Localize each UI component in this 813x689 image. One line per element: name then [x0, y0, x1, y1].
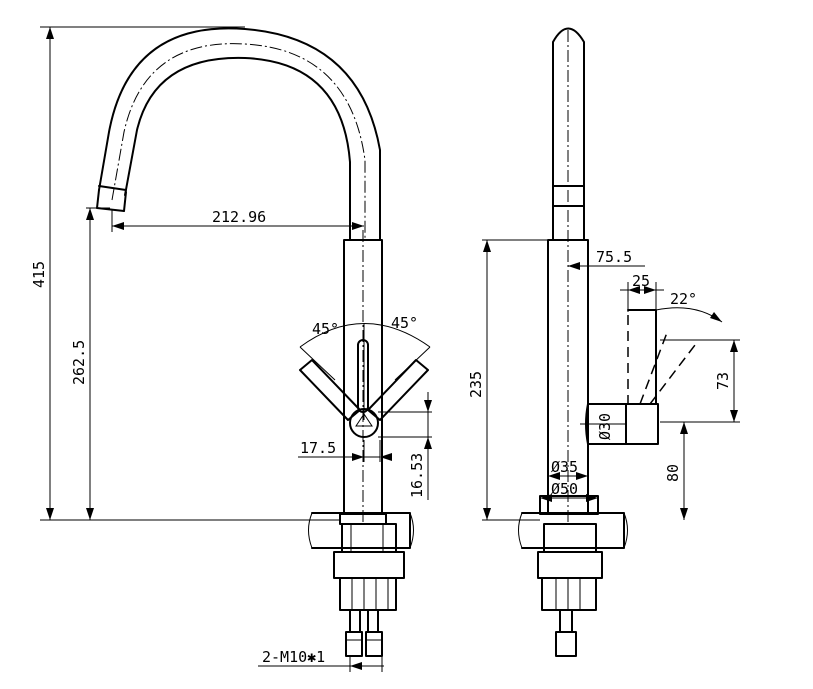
dim-total-height: 415: [30, 26, 340, 521]
reach-label: 212.96: [212, 208, 266, 226]
dim-column-diameter: Ø35: [548, 458, 588, 480]
base-diameter-label: Ø50: [551, 480, 578, 498]
spout-projection-label: 75.5: [596, 248, 632, 266]
dim-handle-offset: 17.5: [298, 439, 392, 462]
dim-tilt-angle: 22°: [655, 290, 723, 323]
base-mount: [308, 512, 414, 611]
angle-arc: [299, 323, 431, 420]
handle-level-label: 80: [664, 464, 682, 482]
dim-hose-thread: 2-M10✱1: [258, 648, 384, 672]
outlet-height-label: 262.5: [70, 340, 88, 385]
dim-handle-height: 16.53: [378, 392, 432, 500]
dim-spout-projection: 75.5: [568, 248, 645, 270]
handle-height-label: 16.53: [408, 453, 426, 498]
hose-thread-label: 2-M10✱1: [262, 648, 325, 666]
body-column: [343, 230, 383, 525]
handle-rise-label: 73: [714, 372, 732, 390]
side-base: [518, 512, 628, 657]
spout-gooseneck: [96, 27, 381, 241]
dim-handle-width: 25: [620, 272, 664, 312]
dim-handle-level: 80: [664, 422, 688, 520]
handle-offset-label: 17.5: [300, 439, 336, 457]
side-view: 235 75.5 25 22°: [467, 27, 740, 657]
handle-diameter-label: Ø30: [596, 413, 614, 440]
column-diameter-label: Ø35: [551, 458, 578, 476]
body-height-label: 235: [467, 371, 485, 398]
dim-handle-diameter: Ø30: [580, 413, 626, 440]
total-height-label: 415: [30, 261, 48, 288]
handle-width-label: 25: [632, 272, 650, 290]
angle-right-label: 45°: [391, 314, 418, 332]
front-view: 415 262.5 212.96 45° 45° 17.5: [30, 26, 432, 672]
dim-reach: 212.96: [111, 208, 364, 232]
angle-left-label: 45°: [312, 320, 339, 338]
tilt-angle-label: 22°: [670, 290, 697, 308]
side-spout: [552, 27, 585, 525]
supply-hoses: [345, 609, 383, 657]
dim-base-diameter: Ø50: [540, 480, 598, 502]
dim-outlet-height: 262.5: [70, 207, 110, 520]
dim-body-height: 235: [467, 239, 553, 521]
dim-handle-rise: 73: [660, 339, 740, 423]
